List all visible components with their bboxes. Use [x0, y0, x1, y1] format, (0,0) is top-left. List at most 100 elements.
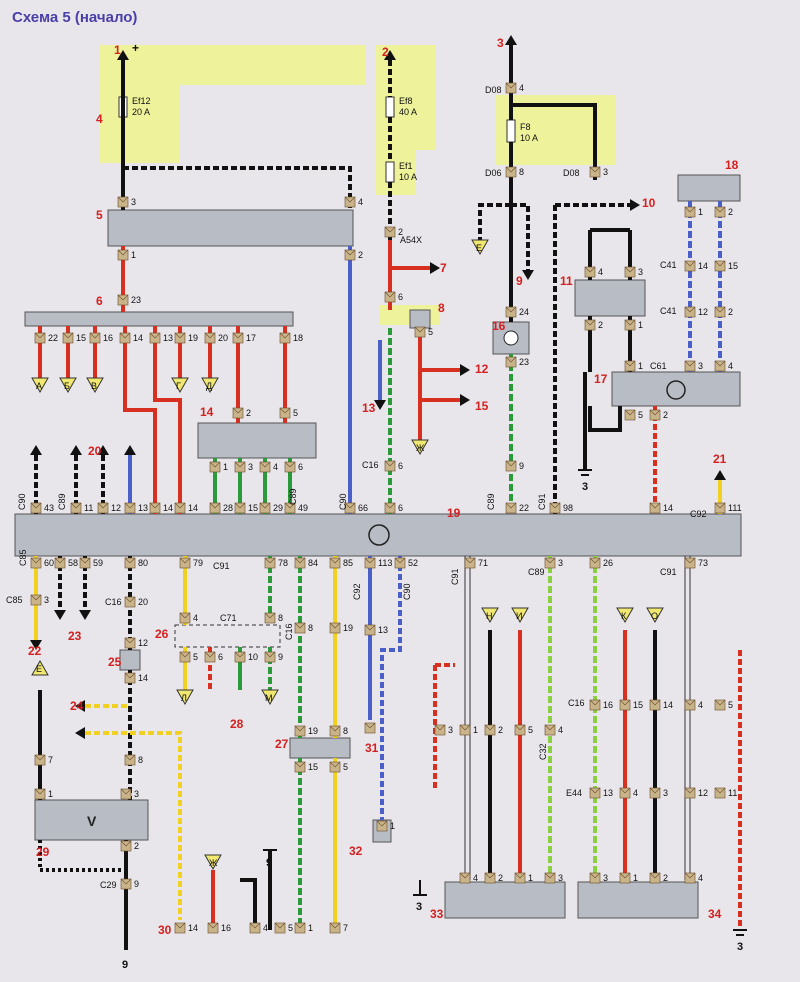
pin-mark — [120, 878, 132, 885]
pin-mark — [117, 249, 129, 256]
bus19-bottom-pin: 78 — [264, 557, 288, 569]
pin-mark — [384, 460, 396, 467]
terminal-k-icon — [616, 607, 634, 624]
wire-splice6-13 — [153, 326, 182, 514]
label-c90-left: C90 — [17, 493, 27, 510]
connector-pin: 6 — [204, 651, 223, 663]
pin-mark — [34, 332, 46, 339]
pin-label: 13 — [163, 333, 173, 343]
ground-label-9a: 9 — [266, 857, 272, 869]
connector-pin: 4 — [259, 461, 278, 473]
connector-pin: 8 — [264, 612, 283, 624]
pin-label: 11 — [84, 503, 93, 513]
pin-label: 5 — [528, 725, 533, 735]
pin-mark — [329, 922, 341, 929]
arrow-right-12-icon — [460, 364, 470, 376]
connector-pin: 14 — [119, 332, 143, 344]
connector-pin: 14 — [124, 672, 148, 684]
wire-relay11-top — [588, 228, 632, 280]
bus19-top-pin: 14 — [649, 502, 673, 514]
arrow-down-23a-icon — [54, 610, 66, 620]
pin-label: 12 — [138, 638, 148, 648]
pin-mark — [232, 332, 244, 339]
connector-pin: 10 — [234, 651, 258, 663]
label-c41-a: C41 — [660, 260, 677, 270]
terminal-b-icon — [59, 377, 77, 394]
connector-pin — [364, 722, 376, 734]
pin-label: 4 — [519, 83, 524, 93]
bus19-bottom-pin: 3 — [544, 557, 563, 569]
ref-number-6: 6 — [96, 294, 103, 308]
pin-label: 11 — [728, 788, 737, 798]
pin-mark — [54, 557, 66, 564]
arrow-right-7-icon — [430, 262, 440, 274]
arrow-up-20c-icon — [97, 445, 109, 455]
ground-icon — [578, 469, 592, 476]
pin-mark — [649, 872, 661, 879]
connector-pin: 11 — [714, 787, 737, 799]
connector-pin: 19 — [294, 725, 318, 737]
pin-mark — [394, 557, 406, 564]
highlight-top-strip — [100, 45, 365, 85]
pin-mark — [584, 266, 596, 273]
bus19-bottom-pin: 73 — [684, 557, 708, 569]
connector-pin: 5 — [274, 922, 293, 934]
connector-pin: 3 — [624, 266, 643, 278]
ref-number-20: 20 — [88, 444, 102, 458]
pin-label: 20 — [138, 597, 148, 607]
bus19-top-pin: 29 — [259, 502, 283, 514]
block-6-splice — [24, 311, 294, 327]
connector-pin: 1 — [117, 249, 136, 261]
connector-pin: 1 — [619, 872, 638, 884]
pin-label: 15 — [248, 503, 258, 513]
pin-mark — [274, 922, 286, 929]
pin-label: 22 — [519, 503, 529, 513]
pin-label: 13 — [378, 625, 388, 635]
pin-mark — [124, 502, 136, 509]
pin-mark — [484, 724, 496, 731]
connector-pin: 8 — [294, 622, 313, 634]
pin-mark — [544, 872, 556, 879]
bus19-bottom-pin: 58 — [54, 557, 78, 569]
pin-label: 78 — [278, 558, 288, 568]
pin-mark — [119, 332, 131, 339]
pin-label: 10 — [248, 652, 258, 662]
ref-number-17: 17 — [594, 372, 608, 386]
pin-label: 13 — [138, 503, 148, 513]
pin-label: 23 — [131, 295, 141, 305]
pin-label: 16 — [221, 923, 231, 933]
label-c85: C85 — [6, 595, 23, 605]
pin-mark — [179, 557, 191, 564]
pin-label: 24 — [519, 307, 529, 317]
pin-mark — [505, 166, 517, 173]
pin-label: 1 — [698, 207, 703, 217]
pin-mark — [589, 787, 601, 794]
label-c90-bus: C90 — [402, 583, 412, 600]
block-27 — [289, 737, 351, 759]
arrow-up-1-icon — [117, 50, 129, 60]
pin-mark — [279, 332, 291, 339]
ref-number-11: 11 — [560, 274, 573, 288]
pin-mark — [209, 461, 221, 468]
wire-block14-out — [213, 458, 292, 514]
pin-mark — [549, 502, 561, 509]
label-c92-bus: C92 — [352, 583, 362, 600]
label-a54x: A54X — [400, 235, 422, 245]
fuse-ef8-rating: 40 A — [399, 107, 417, 117]
pin-label: 2 — [598, 320, 603, 330]
connector-pin: 2 — [649, 872, 668, 884]
pin-label: 4 — [263, 923, 268, 933]
connector-pin: 1 — [514, 872, 533, 884]
terminal-n-icon — [481, 607, 499, 624]
terminal-b-label: Б — [64, 381, 70, 391]
terminal-d-icon — [201, 377, 219, 394]
connector-pin: 3 — [649, 787, 668, 799]
pin-mark — [505, 502, 517, 509]
pin-label: 7 — [343, 923, 348, 933]
fuse-f8-rating: 10 A — [520, 133, 538, 143]
label-c90-mid: C90 — [338, 493, 348, 510]
ref-number-31: 31 — [365, 741, 379, 755]
block-34 — [577, 881, 699, 919]
